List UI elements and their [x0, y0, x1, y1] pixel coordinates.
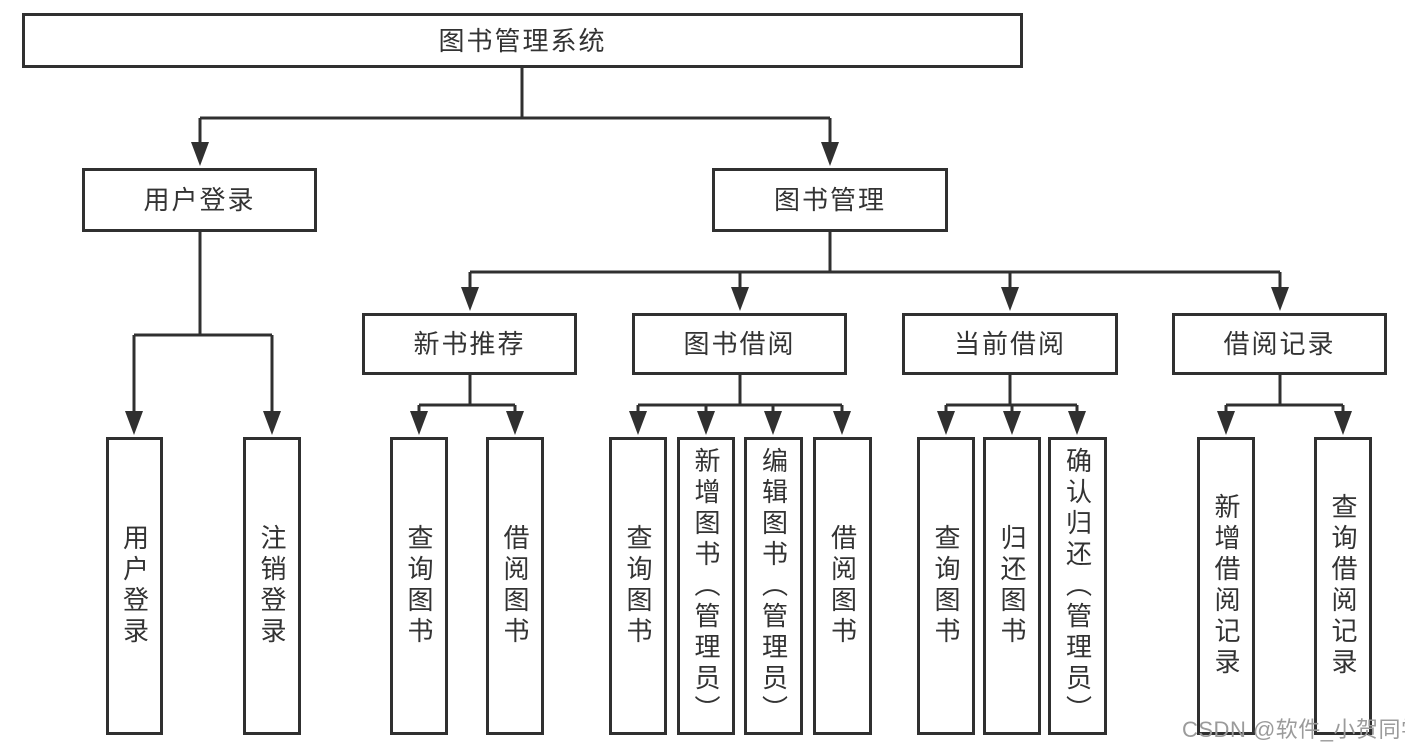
- leaf-query-books-borrow: 查询图书: [609, 437, 667, 735]
- leaf-borrow-books-recommend: 借阅图书: [486, 437, 544, 735]
- leaf-query-books-current: 查询图书: [917, 437, 975, 735]
- node-borrow-records: 借阅记录: [1172, 313, 1387, 375]
- node-book-borrow: 图书借阅: [632, 313, 847, 375]
- node-user-login: 用户登录: [82, 168, 317, 232]
- node-current-borrow: 当前借阅: [902, 313, 1118, 375]
- watermark: CSDN @软件_小贺同学: [1182, 717, 1405, 742]
- leaf-logout: 注销登录: [243, 437, 301, 735]
- leaf-borrow-books: 借阅图书: [813, 437, 872, 735]
- leaf-user-login: 用户登录: [106, 437, 163, 735]
- leaf-query-borrow-record: 查询借阅记录: [1314, 437, 1372, 735]
- node-new-book-recommend: 新书推荐: [362, 313, 577, 375]
- leaf-return-book: 归还图书: [983, 437, 1041, 735]
- leaf-confirm-return-admin: 确认归还（管理员）: [1048, 437, 1107, 735]
- leaf-query-books-recommend: 查询图书: [390, 437, 448, 735]
- node-book-management: 图书管理: [712, 168, 948, 232]
- leaf-edit-book-admin: 编辑图书（管理员）: [744, 437, 803, 735]
- leaf-add-book-admin: 新增图书（管理员）: [677, 437, 735, 735]
- node-library-management-system: 图书管理系统: [22, 13, 1023, 68]
- leaf-add-borrow-record: 新增借阅记录: [1197, 437, 1255, 735]
